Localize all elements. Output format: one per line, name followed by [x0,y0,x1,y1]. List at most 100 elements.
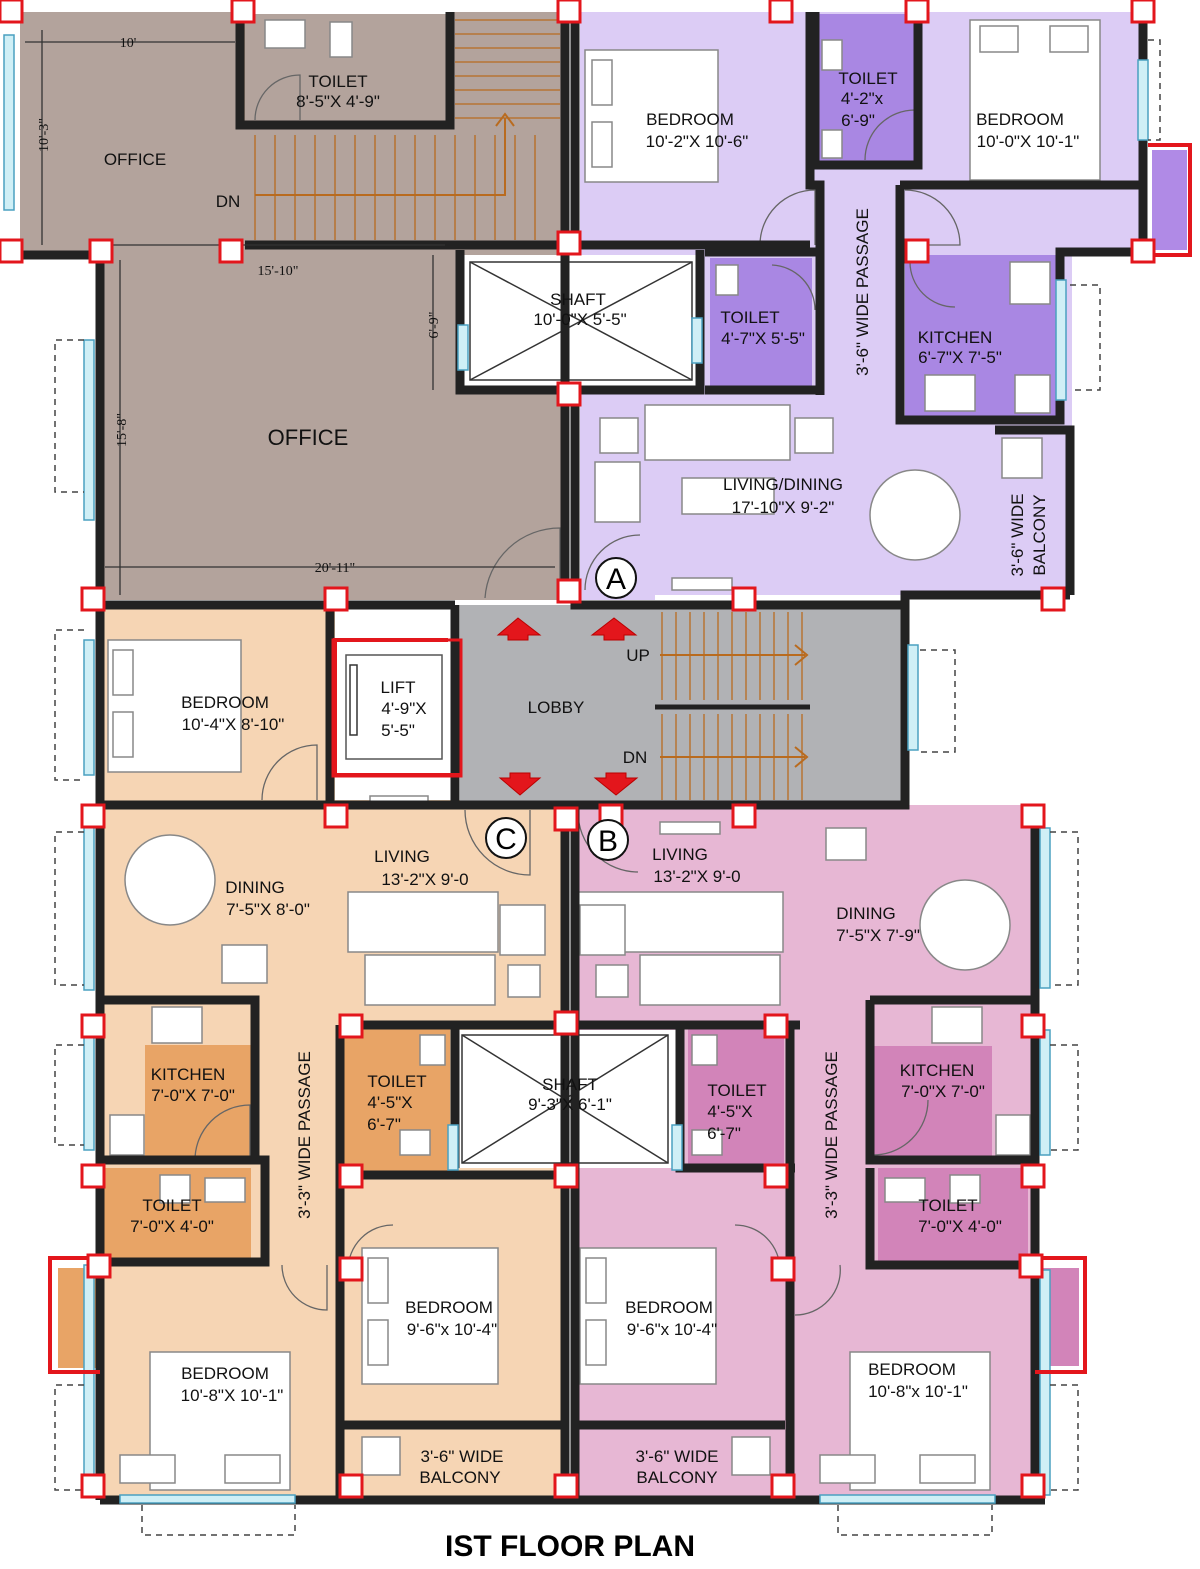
c-dining-size: 7'-5"X 8'-0" [226,900,310,919]
b-balcony-line1: 3'-6" WIDE [636,1447,719,1466]
b-toilet1-name: TOILET [707,1081,766,1100]
c-bed-top-name: BEDROOM [181,693,269,712]
flat-c-kitchen-fill [145,1045,255,1157]
dimension-lines [25,30,555,595]
lift-size2: 5'-5" [381,721,415,740]
structural-column [80,1163,106,1189]
structural-column [556,0,582,24]
structural-column [80,1013,106,1039]
c-toilet1-name: TOILET [367,1072,426,1091]
shaft-mid-name: SHAFT [542,1075,598,1094]
structural-column [904,0,930,24]
c-balcony-line2: BALCONY [419,1468,500,1487]
c-living-size: 13'-2"X 9'-0 [381,870,468,889]
office-main-label: OFFICE [268,425,349,450]
b-passage-label: 3'-3" WIDE PASSAGE [822,1051,841,1219]
b-dining-name: DINING [836,904,896,923]
c-bed3-name: BEDROOM [181,1364,269,1383]
furniture [107,19,1101,1491]
structural-column [1018,1253,1044,1279]
structural-column [86,1253,112,1279]
flat-marker-b: B [598,825,618,858]
b-balcony-line2: BALCONY [636,1468,717,1487]
structural-column [1020,1473,1046,1499]
a-living-name: LIVING/DINING [723,475,843,494]
b-living-name: LIVING [652,845,708,864]
structural-column [338,1163,364,1189]
structural-column [338,1256,364,1282]
c-toilet2-size: 7'-0"X 4'-0" [130,1217,214,1236]
b-bed2-name: BEDROOM [625,1298,713,1317]
dim-6ft-9in: 6'-9" [427,312,442,339]
structural-column [323,586,349,612]
c-toilet1-size2: 6'-7" [367,1115,401,1134]
c-bed2-size: 9'-6"x 10'-4" [407,1320,497,1339]
plan-title: IST FLOOR PLAN [445,1530,695,1563]
structural-column [1130,0,1156,24]
a-toilet1-name: TOILET [838,69,897,88]
c-passage-label: 3'-3" WIDE PASSAGE [295,1051,314,1219]
structural-column [88,238,114,264]
c-bed2-name: BEDROOM [405,1298,493,1317]
structural-column [770,1473,796,1499]
a-toilet1-size2: 6'-9" [841,111,875,130]
c-balcony-line1: 3'-6" WIDE [421,1447,504,1466]
structural-column [553,1010,579,1036]
structural-column [1020,1013,1046,1039]
b-bed2-size: 9'-6"x 10'-4" [627,1320,717,1339]
b-toilet2-size: 7'-0"X 4'-0" [918,1217,1002,1236]
structural-column [768,0,794,24]
lift-name: LIFT [381,678,416,697]
c-kitchen-name: KITCHEN [151,1065,226,1084]
office-toilet-size: 8'-5"X 4'-9" [296,92,380,111]
structural-column [0,0,24,24]
b-kitchen-name: KITCHEN [900,1061,975,1080]
a-bed2-name: BEDROOM [976,110,1064,129]
shaft-top-name: SHAFT [550,290,606,309]
structural-column [80,803,106,829]
structural-column [338,1013,364,1039]
b-kitchen-size: 7'-0"X 7'-0" [901,1082,985,1101]
b-dining-size: 7'-5"X 7'-9" [836,926,920,945]
shaft-top-size: 10'-0"X 5'-5" [533,310,626,329]
dim-15ft-8in: 15'-8" [115,413,130,447]
b-bed3-name: BEDROOM [868,1360,956,1379]
walls [20,12,1148,1505]
structural-column [218,238,244,264]
lobby-up-label: UP [626,646,650,665]
structural-column [770,1256,796,1282]
structural-column [553,806,579,832]
structural-column [323,803,349,829]
a-bed1-name: BEDROOM [646,110,734,129]
lobby-dn-label: DN [623,748,648,767]
c-kitchen-size: 7'-0"X 7'-0" [151,1086,235,1105]
a-toilet2-name: TOILET [720,308,779,327]
a-living-size: 17'-10"X 9'-2" [732,498,835,517]
dim-10ft: 10' [120,36,137,51]
shaft-mid-size: 9'-3"X 6'-1" [528,1095,612,1114]
structural-column [553,1163,579,1189]
c-toilet1-size1: 4'-5"X [367,1093,412,1112]
columns [0,0,1156,1499]
structural-column [338,1473,364,1499]
flat-marker-c: C [495,823,517,856]
structural-column [731,803,757,829]
a-balcony-line2: BALCONY [1030,494,1049,575]
flat-b-kitchen-fill [868,1046,992,1156]
flat-marker-a: A [606,563,626,596]
structural-column [731,586,757,612]
office-toilet-name: TOILET [308,72,367,91]
a-bed2-size: 10'-0"X 10'-1" [977,132,1080,151]
a-balcony-line1: 3'-6" WIDE [1008,494,1027,577]
red-frames [48,143,1192,1374]
structural-column [763,1163,789,1189]
dim-10ft-3in: 10'-3" [37,118,52,152]
b-toilet1-size2: 6'-7" [707,1124,741,1143]
a-toilet1-size1: 4'-2"x [841,89,884,108]
flat-markers: A C B [485,557,637,861]
c-bed-top-size: 10'-4"X 8'-10" [182,715,285,734]
c-living-name: LIVING [374,847,430,866]
wardrobe-a [1152,150,1187,250]
a-kitchen-size: 6'-7"X 7'-5" [918,348,1002,367]
